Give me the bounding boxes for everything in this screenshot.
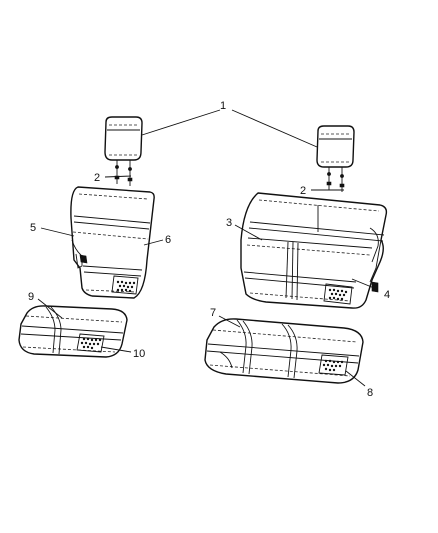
right-seat-back <box>240 192 388 309</box>
callout-5: 5 <box>30 222 36 234</box>
callout-10: 10 <box>133 348 145 360</box>
right-seat-cushion <box>204 318 364 384</box>
left-seat-cushion <box>18 305 128 358</box>
right-cushion-perforated-panel <box>318 354 349 376</box>
callout-1: 1 <box>220 100 226 112</box>
left-seat-back <box>70 186 155 299</box>
callout-3: 3 <box>226 217 232 229</box>
callout-labels: 1 2 2 3 4 5 6 7 8 9 10 <box>28 100 390 399</box>
left-cushion-perforated-panel <box>76 333 105 353</box>
right-headrest <box>316 125 355 192</box>
callout-7: 7 <box>210 307 216 319</box>
callout-6: 6 <box>165 234 171 246</box>
callout-9: 9 <box>28 291 34 303</box>
left-headrest <box>104 116 143 186</box>
callout-2-right: 2 <box>300 185 306 197</box>
callout-4: 4 <box>384 289 390 301</box>
callout-2-left: 2 <box>94 172 100 184</box>
left-back-perforated-panel <box>111 275 139 295</box>
right-back-perforated-panel <box>323 283 353 305</box>
leader-lines <box>37 109 375 387</box>
callout-8: 8 <box>367 387 373 399</box>
